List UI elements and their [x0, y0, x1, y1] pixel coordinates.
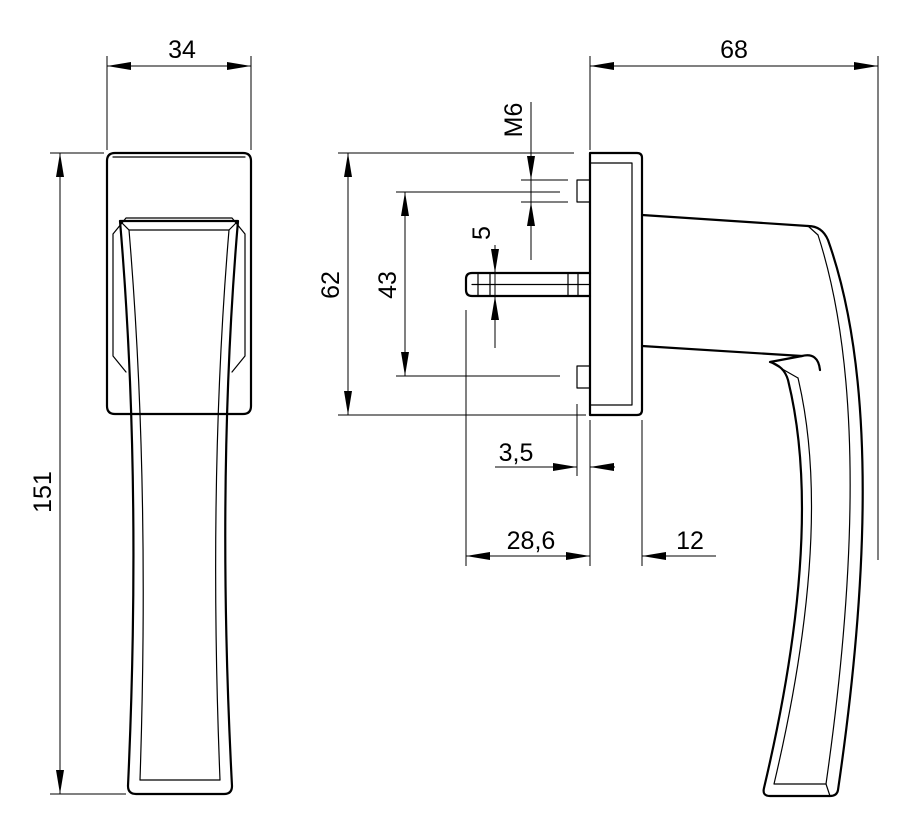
dim-m6-arrow-top: [527, 156, 535, 180]
dim-12-arrow-left: [642, 552, 666, 560]
side-screw-bottom: [576, 365, 591, 389]
dim-5-arrow-bottom: [491, 296, 499, 320]
side-view: 68 M6 62 43 5: [317, 36, 879, 798]
front-lever-inner-left: [128, 229, 144, 781]
dim-28-6-arrow-left: [466, 552, 490, 560]
dim-151-label: 151: [29, 471, 57, 513]
dim-151-arrow-top: [56, 153, 64, 177]
front-lever-top-bevel: [119, 220, 239, 231]
front-view: 34 151: [29, 36, 253, 796]
dim-12-label: 12: [676, 527, 704, 555]
dim-28-6-label: 28,6: [507, 527, 556, 555]
dim-151-arrow-bottom: [56, 770, 64, 794]
dim-34-label: 34: [168, 36, 196, 64]
dim-62-label: 62: [317, 271, 345, 299]
side-lever-inner: [773, 234, 851, 785]
dim-68-arrow-right: [854, 62, 878, 70]
dim-34-arrow-left: [107, 62, 131, 70]
dim-62-arrow-bottom: [344, 391, 352, 415]
dim-3-5-arrow-right: [590, 463, 614, 471]
dim-62-arrow-top: [344, 153, 352, 177]
side-lever-neck: [640, 213, 810, 358]
side-base-plate-inner: [589, 162, 633, 406]
dim-28-6-arrow-right: [566, 552, 590, 560]
dim-3-5-label: 3,5: [499, 439, 534, 467]
dim-5-arrow-top: [491, 249, 499, 273]
side-spindle-detail: [471, 272, 591, 297]
front-lever-inner-right: [215, 229, 230, 781]
dim-68-label: 68: [720, 36, 748, 64]
front-rosette: [105, 151, 253, 416]
front-lever: [118, 219, 240, 796]
dim-3-5-arrow-left: [553, 463, 577, 471]
side-spindle: [464, 271, 592, 298]
dim-m6-label: M6: [500, 103, 528, 138]
side-lever-bevel: [769, 225, 831, 797]
dim-m6-arrow-bottom: [527, 202, 535, 226]
dim-43-arrow-bottom: [401, 352, 409, 376]
side-base-plate: [588, 151, 644, 417]
dim-43-arrow-top: [401, 192, 409, 216]
side-lever: [762, 224, 864, 798]
front-rosette-bevel: [112, 217, 246, 373]
dim-43-label: 43: [374, 271, 402, 299]
dim-5-label: 5: [468, 226, 496, 240]
side-screw-top: [576, 179, 591, 203]
dim-34-arrow-right: [227, 62, 251, 70]
dim-68-arrow-left: [590, 62, 614, 70]
